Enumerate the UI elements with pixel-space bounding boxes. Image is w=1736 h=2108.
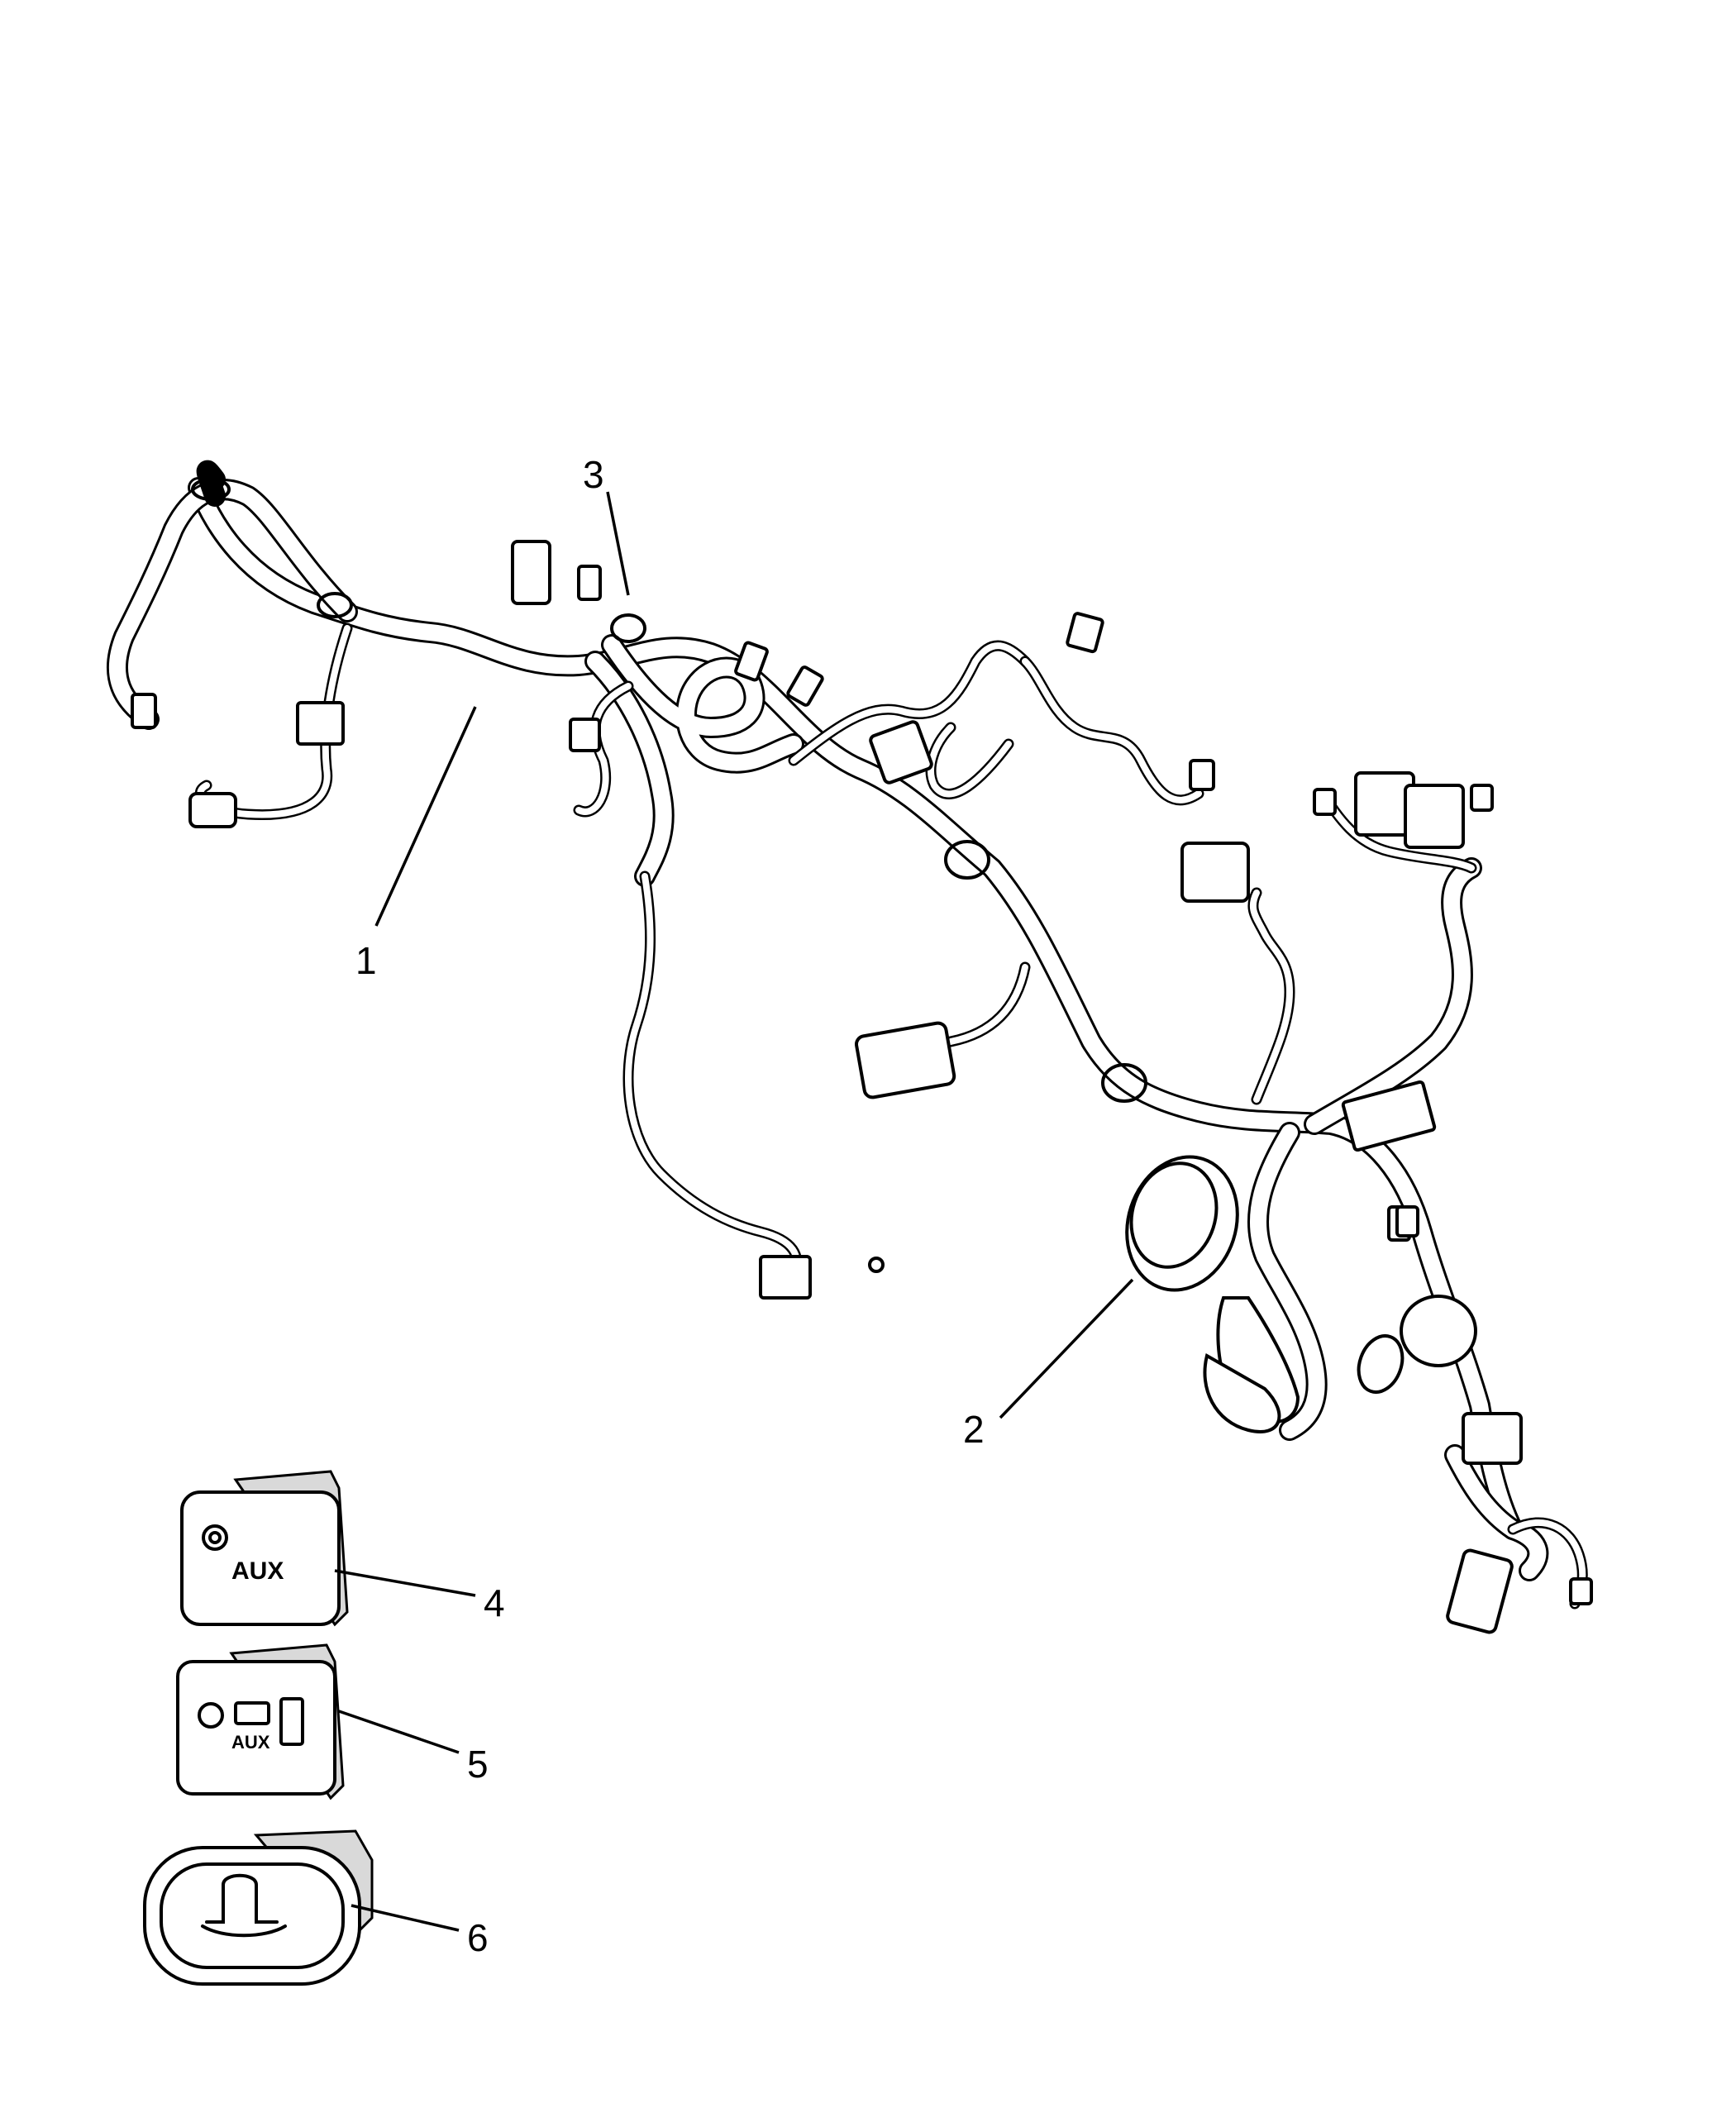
aux-jack-label: AUX xyxy=(231,1557,284,1585)
callout-5-leader xyxy=(338,1710,460,1754)
cargo-lamp-switch-part xyxy=(143,1829,374,1986)
usb-aux-label: AUX xyxy=(231,1732,270,1753)
instrument-panel-wiring-harness xyxy=(107,460,1593,1634)
callout-6: 6 xyxy=(467,1916,489,1959)
callout-2-leader xyxy=(999,1278,1134,1419)
callout-4: 4 xyxy=(484,1581,505,1624)
grommet xyxy=(1125,1155,1239,1292)
callout-6-leader xyxy=(351,1904,460,1932)
callout-2: 2 xyxy=(963,1408,985,1451)
usb-aux-port-part: AUX xyxy=(176,1643,345,1800)
callout-4-leader xyxy=(334,1569,476,1597)
callout-3: 3 xyxy=(583,453,604,496)
callout-5: 5 xyxy=(467,1743,489,1786)
aux-jack-part: AUX xyxy=(180,1470,349,1627)
callout-3-leader xyxy=(606,491,630,596)
callout-1: 1 xyxy=(355,939,377,982)
callout-1-leader xyxy=(374,706,477,927)
